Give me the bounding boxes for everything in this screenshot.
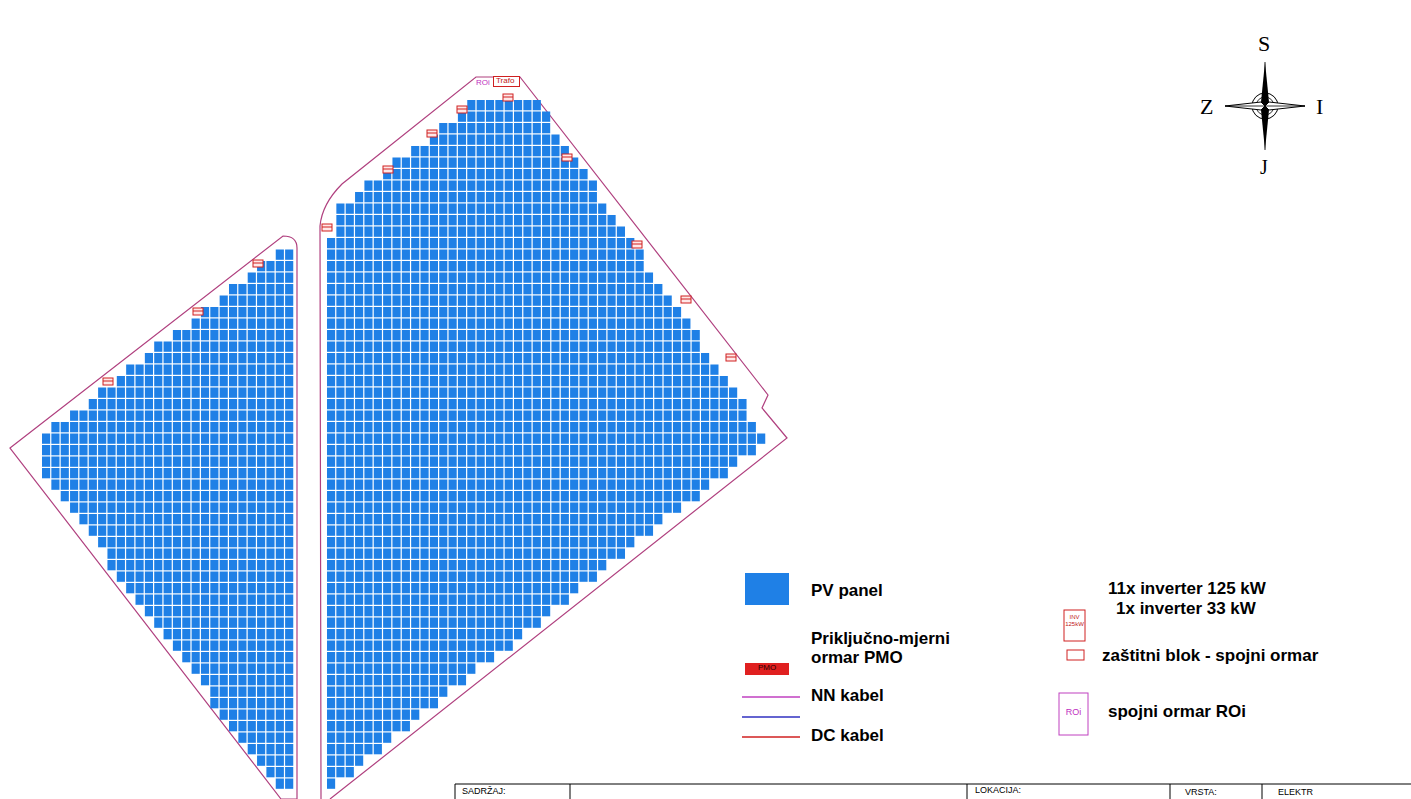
- roi-box: ROi: [474, 79, 492, 88]
- roi-sample: [1059, 693, 1088, 735]
- title-cell: SADRŽAJ:: [462, 787, 506, 797]
- dc-cable-sample: [742, 736, 800, 738]
- title-cell: VRSTA:: [1185, 788, 1217, 798]
- pv-array: [42, 100, 765, 789]
- compass-letter: Z: [1200, 95, 1213, 119]
- nn-cable-sample: [742, 696, 800, 698]
- title-block: [455, 784, 1411, 799]
- compass-letter: J: [1260, 156, 1268, 178]
- legend-text: NN kabel: [811, 687, 884, 706]
- legend-text: Priključno-mjerni ormar PMO: [811, 630, 986, 667]
- legend-text: spojni ormar ROi: [1108, 703, 1246, 722]
- plot-outline: [320, 77, 787, 799]
- node-label: ROi: [476, 79, 490, 88]
- symbol-text: ROi: [1059, 708, 1088, 718]
- legend-text: 11x inverter 125 kW: [1108, 580, 1266, 599]
- title-cell: ELEKTR: [1278, 788, 1313, 798]
- protection-block-sample: [1067, 650, 1084, 660]
- inverter-sample: [1064, 610, 1085, 641]
- pmo-sample: [745, 663, 789, 675]
- compass-letter: S: [1258, 32, 1270, 56]
- trafo-box: Trafo: [493, 76, 520, 87]
- legend-text: zaštitni blok - spojni ormar: [1102, 647, 1318, 666]
- legend-swatch: [745, 573, 789, 605]
- plot-outline: [10, 236, 297, 799]
- symbol-text: INV 125kW: [1064, 614, 1085, 627]
- compass-letter: I: [1316, 95, 1323, 119]
- inverter-markers: [103, 94, 736, 385]
- legend-text: PV panel: [811, 582, 883, 601]
- legend-text: DC kabel: [811, 727, 884, 746]
- node-label: Trafo: [496, 77, 517, 86]
- dc-cable-sample: [742, 716, 800, 718]
- title-cell: LOKACIJA:: [975, 786, 1021, 796]
- symbol-text: PMO: [745, 664, 789, 673]
- legend-text: 1x inverter 33 kW: [1116, 600, 1256, 619]
- compass-rose: [1225, 62, 1305, 150]
